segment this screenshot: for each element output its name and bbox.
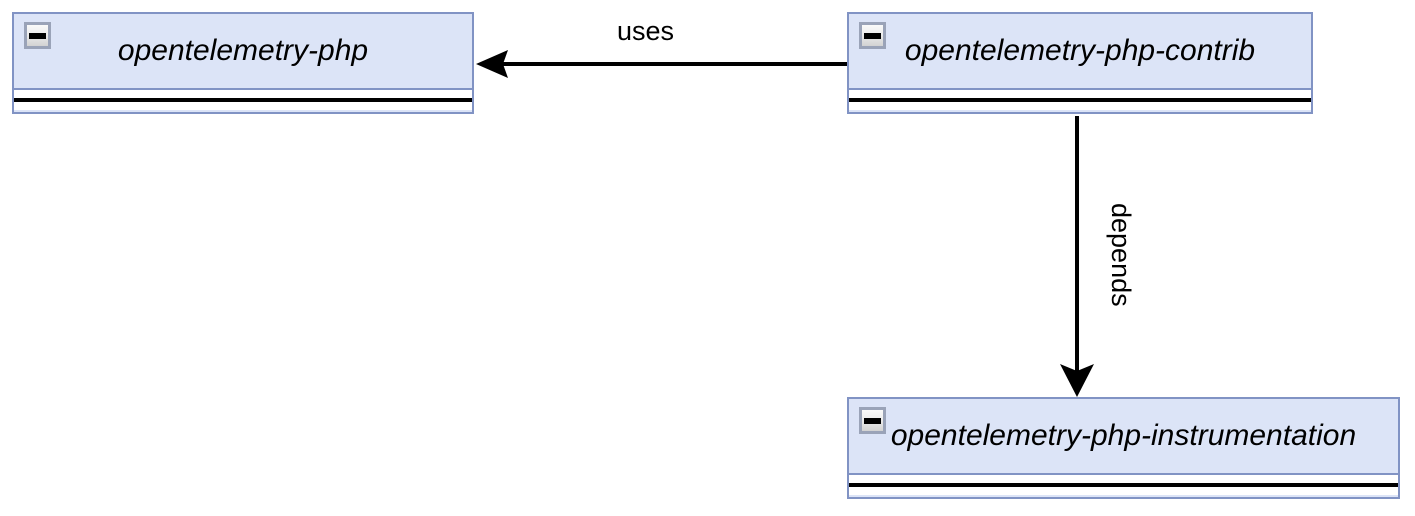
package-title: opentelemetry-php-instrumentation	[890, 419, 1357, 452]
package-title: opentelemetry-php-contrib	[904, 34, 1256, 67]
minus-glyph	[864, 32, 881, 39]
package-node-opentelemetry-php[interactable]: opentelemetry-php	[12, 12, 474, 114]
collapse-minus-icon[interactable]	[859, 22, 886, 49]
minus-glyph	[29, 32, 46, 39]
package-header: opentelemetry-php-contrib	[849, 14, 1311, 90]
package-title: opentelemetry-php	[117, 34, 369, 67]
collapse-minus-icon[interactable]	[24, 22, 51, 49]
edge-label-depends: depends	[1106, 203, 1136, 307]
package-body	[849, 475, 1398, 495]
package-header: opentelemetry-php-instrumentation	[849, 399, 1398, 475]
package-body	[849, 90, 1311, 110]
minus-glyph	[864, 417, 881, 424]
package-node-opentelemetry-php-contrib[interactable]: opentelemetry-php-contrib	[847, 12, 1313, 114]
package-header: opentelemetry-php	[14, 14, 472, 90]
collapse-minus-icon[interactable]	[859, 407, 886, 434]
package-body	[14, 90, 472, 110]
edge-label-uses: uses	[617, 16, 675, 46]
package-node-opentelemetry-php-instrumentation[interactable]: opentelemetry-php-instrumentation	[847, 397, 1400, 499]
edge-depends	[1060, 116, 1094, 397]
edge-uses	[476, 50, 847, 78]
